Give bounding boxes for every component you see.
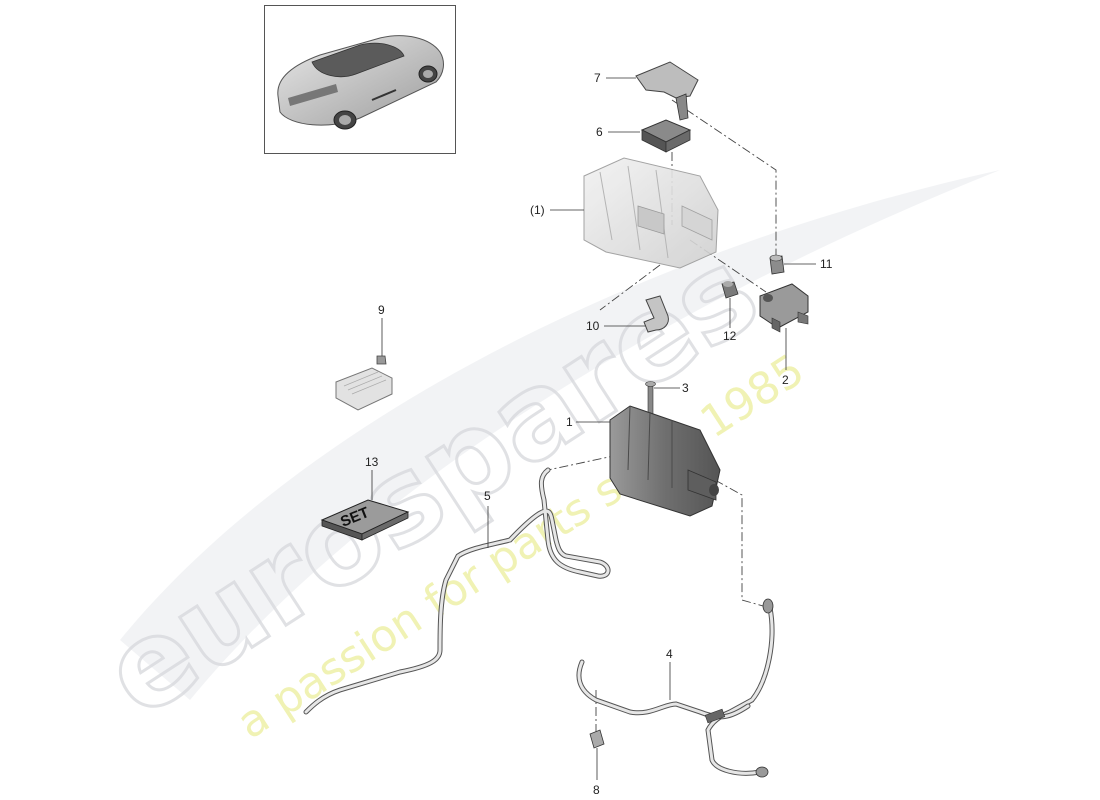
callout-8: 8 — [593, 783, 600, 797]
part-7-bracket — [635, 61, 699, 121]
callout-9: 9 — [378, 303, 385, 317]
callouts: 7 6 (1) 11 9 10 12 2 3 1 13 5 4 8 — [365, 71, 833, 797]
callout-12: 12 — [723, 329, 737, 343]
part-9-clip — [376, 355, 387, 365]
car-thumbnail — [264, 5, 456, 154]
callout-2: 2 — [782, 373, 789, 387]
part-8-clip — [589, 729, 605, 749]
car-overview-icon — [277, 35, 444, 130]
part-1-carbon-canister — [609, 405, 721, 517]
watermark: eurospares a passion for parts since 198… — [79, 170, 1000, 749]
callout-5: 5 — [484, 489, 491, 503]
part-2-valve — [759, 283, 809, 333]
callout-13: 13 — [365, 455, 379, 469]
callout-11: 11 — [820, 257, 833, 271]
part-11-cap — [769, 254, 785, 275]
part-1-canister-ghost — [583, 157, 719, 269]
callout-10: 10 — [586, 319, 600, 333]
leader-lines — [371, 77, 816, 780]
callout-6: 6 — [596, 125, 603, 139]
callout-1-ghost: (1) — [530, 203, 545, 217]
watermark-swoosh — [120, 170, 1000, 700]
part-12-connector — [721, 281, 739, 299]
part-13-set-box: SET — [320, 499, 410, 541]
control-module-ghost — [335, 367, 393, 411]
callout-1: 1 — [566, 415, 573, 429]
part-5-hose — [303, 467, 611, 715]
part-4-hose — [576, 598, 775, 778]
part-6-filter — [640, 119, 692, 153]
callout-7: 7 — [594, 71, 601, 85]
part-10-elbow-hose — [643, 295, 669, 333]
callout-4: 4 — [666, 647, 673, 661]
callout-3: 3 — [682, 381, 689, 395]
